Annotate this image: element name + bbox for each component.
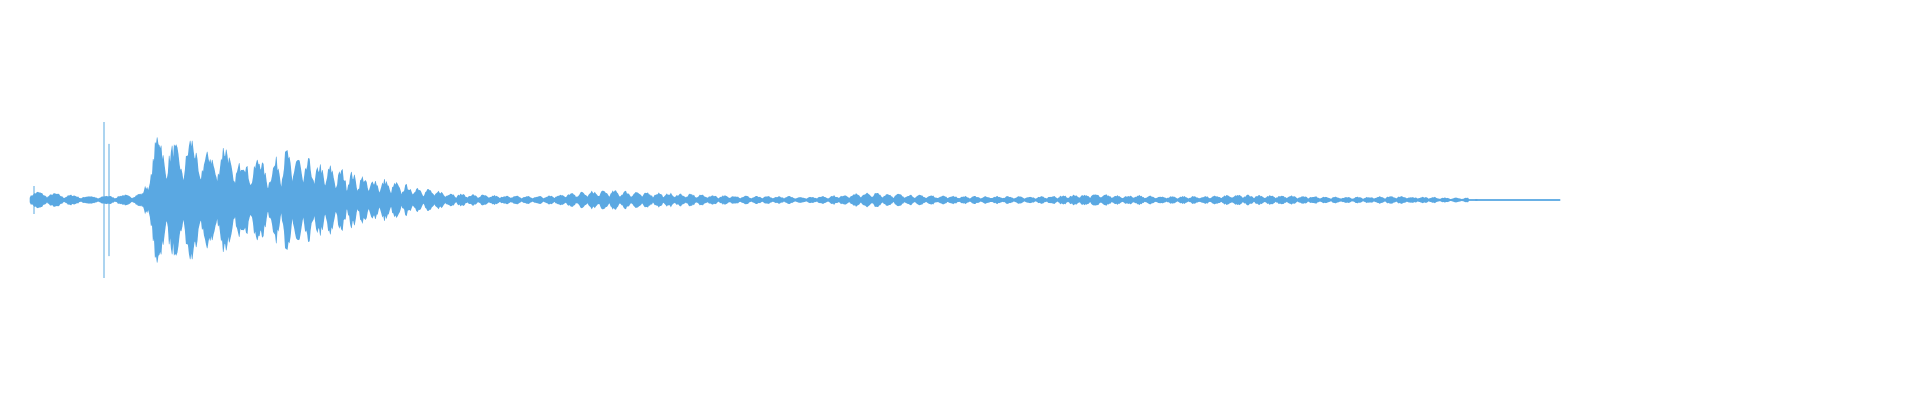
waveform-bars (29, 122, 1561, 278)
